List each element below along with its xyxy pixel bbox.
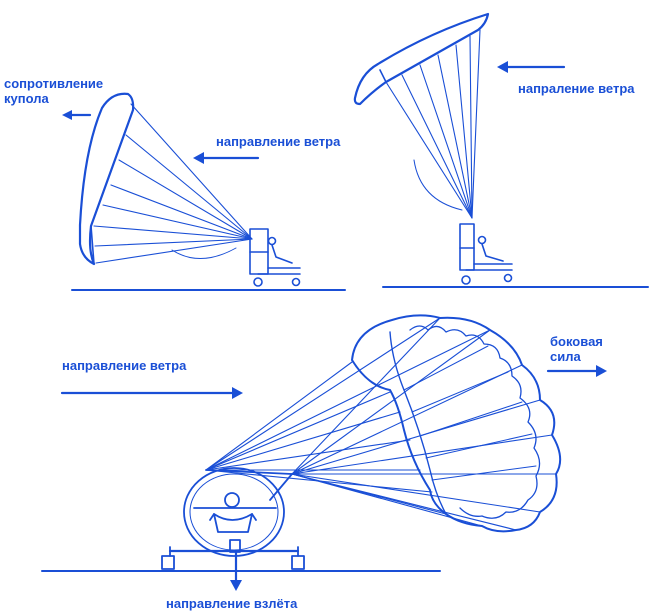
suspension-lines [385, 29, 481, 219]
canopy-rib [379, 69, 387, 83]
canopy-rib [90, 109, 134, 227]
canopy-inner-seam [389, 331, 447, 515]
wind-arrow-2 [497, 61, 566, 73]
wind-direction-label-2: напраление ветра [518, 81, 635, 96]
wind-arrow-3 [60, 387, 243, 399]
line-fan-arc [171, 247, 237, 259]
side-force-label-line2: сила [550, 349, 581, 364]
canopy-scallop-edge [409, 325, 541, 519]
panel-side-force [41, 314, 562, 572]
canopy-drag-label-line1: сопротивление [4, 76, 104, 91]
suspension-lines [205, 317, 557, 531]
trike [459, 223, 513, 285]
side-force-label: боковая сила [550, 334, 603, 364]
takeoff-arrow [230, 550, 242, 591]
canopy-leading-edge [90, 225, 95, 265]
drag-arrow [62, 110, 92, 120]
suspension-lines [93, 103, 253, 264]
wind-arrow-1 [193, 152, 260, 164]
wind-direction-label-3: направление ветра [62, 358, 187, 373]
panel-canopy-overhead [353, 12, 649, 288]
panel-canopy-drag [71, 92, 346, 291]
trike-front-view [161, 467, 305, 570]
side-force-label-line1: боковая [550, 334, 603, 349]
canopy-drag-label-line2: купола [4, 91, 49, 106]
wind-direction-label-1: направление ветра [216, 134, 341, 149]
canopy-gores [403, 345, 537, 481]
trike [249, 228, 301, 287]
canopy-shape [78, 92, 135, 266]
canopy-shape [351, 314, 562, 533]
takeoff-direction-label: направление взлёта [166, 596, 298, 611]
line-fan-arc [413, 159, 463, 211]
canopy-drag-label: сопротивление купола [4, 76, 103, 106]
side-force-arrow [546, 365, 607, 377]
canopy-shape [353, 12, 490, 106]
